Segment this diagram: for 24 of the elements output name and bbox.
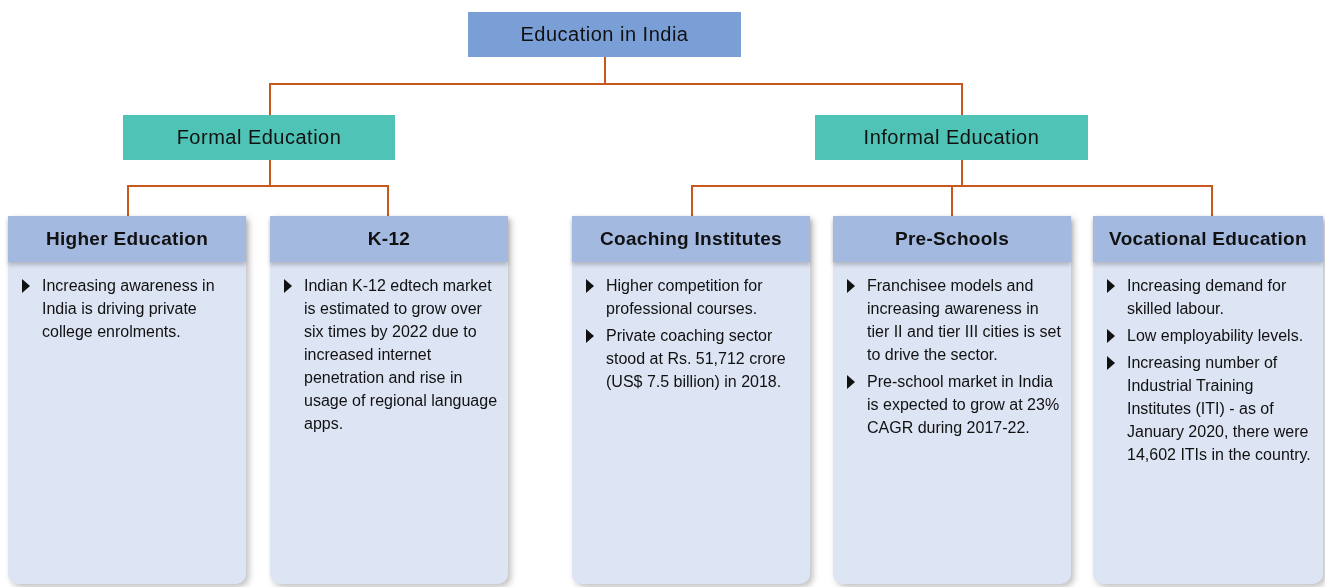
- bullet-text: Indian K-12 edtech market is estimated to grow over six times by 2022 due to increased internet penetration and rise in usage of regional language apps.: [304, 276, 498, 434]
- card-heading: K-12: [270, 216, 508, 262]
- bullet-text: Increasing awareness in India is driving private college enrolments.: [42, 276, 216, 342]
- root-box: Education in India: [468, 12, 741, 57]
- bullet-text: Low employability levels.: [1127, 326, 1304, 346]
- connector-line: [269, 159, 389, 217]
- connector-line: [961, 159, 1213, 217]
- category-box: Formal Education: [123, 115, 395, 160]
- category-box: Informal Education: [815, 115, 1088, 160]
- info-card: [8, 216, 246, 584]
- bullet-text: Franchisee models and increasing awareness in tier II and tier III cities is set to drive the sector.: [867, 276, 1061, 365]
- info-card: [833, 216, 1071, 584]
- info-card: [1093, 216, 1323, 584]
- bullet-text: Increasing demand for skilled labour.: [1127, 276, 1288, 319]
- info-card: [572, 216, 810, 584]
- card-heading: Vocational Education: [1093, 216, 1323, 262]
- card-heading: Higher Education: [8, 216, 246, 262]
- bullet-text: Increasing number of Industrial Training Institutes (ITI) - as of January 2020, there were 14,602 ITIs in the country.: [1127, 353, 1312, 465]
- bullet-text: Pre-school market in India is expected to grow at 23% CAGR during 2017-22.: [867, 372, 1061, 438]
- bullet-text: Private coaching sector stood at Rs. 51,712 crore (US$ 7.5 billion) in 2018.: [606, 326, 787, 392]
- bullet-text: Higher competition for professional courses.: [606, 276, 764, 319]
- info-card: [270, 216, 508, 584]
- card-heading: Coaching Institutes: [572, 216, 810, 262]
- card-heading: Pre-Schools: [833, 216, 1071, 262]
